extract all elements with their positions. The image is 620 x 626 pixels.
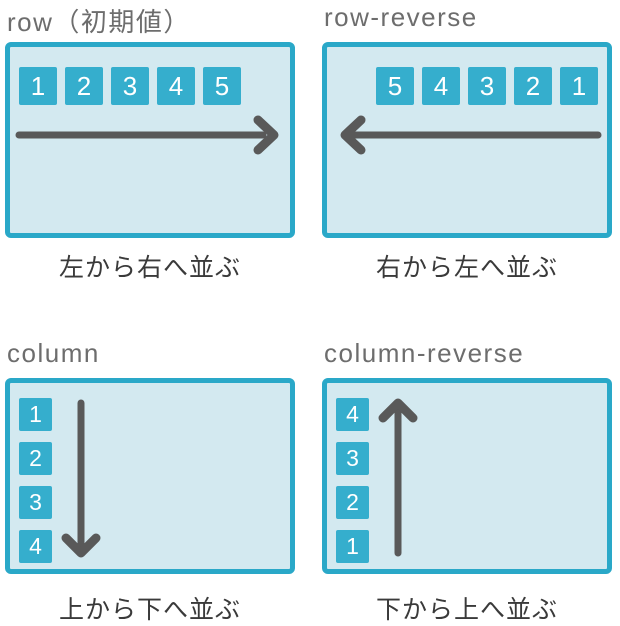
panel-row: row（初期値） 1 2 3 4 5 左から右へ並ぶ (5, 2, 295, 284)
panel-column-reverse: column-reverse 4 3 2 1 下から上へ並ぶ (322, 338, 612, 624)
flex-items-row-reverse: 5 4 3 2 1 (376, 67, 598, 105)
flex-container-row-reverse: 5 4 3 2 1 (322, 42, 612, 238)
flex-item: 3 (468, 67, 506, 105)
panel-row-title: row（初期値） (7, 7, 191, 37)
flex-item: 1 (19, 67, 57, 105)
flex-item: 4 (157, 67, 195, 105)
flex-item: 3 (111, 67, 149, 105)
flex-item: 2 (65, 67, 103, 105)
panel-row-reverse: row-reverse 5 4 3 2 1 右から左へ並ぶ (322, 2, 612, 284)
left-arrow-icon (340, 115, 602, 155)
flex-item: 4 (336, 398, 369, 431)
flex-items-row: 1 2 3 4 5 (19, 67, 241, 105)
flex-item: 1 (336, 530, 369, 563)
flex-container-column-reverse: 4 3 2 1 (322, 378, 612, 574)
panel-column: column 1 2 3 4 上から下へ並ぶ (5, 338, 295, 624)
panel-column-reverse-title: column-reverse (324, 338, 525, 368)
flex-item: 5 (376, 67, 414, 105)
panel-column-reverse-caption: 下から上へ並ぶ (375, 596, 558, 624)
panel-column-title: column (7, 338, 100, 368)
panel-row-caption: 左から右へ並ぶ (58, 254, 241, 282)
flex-item: 2 (19, 442, 52, 475)
flex-item: 3 (336, 442, 369, 475)
up-arrow-icon (378, 398, 418, 557)
flex-item: 1 (560, 67, 598, 105)
panel-column-caption: 上から下へ並ぶ (58, 596, 241, 624)
flex-item: 5 (203, 67, 241, 105)
flex-item: 2 (336, 486, 369, 519)
panel-row-reverse-caption: 右から左へ並ぶ (375, 254, 558, 282)
flex-items-column: 1 2 3 4 (19, 398, 52, 563)
flex-item: 4 (19, 530, 52, 563)
flex-item: 2 (514, 67, 552, 105)
flex-container-row: 1 2 3 4 5 (5, 42, 295, 238)
flex-item: 4 (422, 67, 460, 105)
flex-items-column-reverse: 4 3 2 1 (336, 398, 369, 563)
flex-item: 1 (19, 398, 52, 431)
right-arrow-icon (15, 115, 279, 155)
down-arrow-icon (61, 399, 101, 558)
flex-item: 3 (19, 486, 52, 519)
panel-row-reverse-title: row-reverse (324, 2, 478, 32)
flex-container-column: 1 2 3 4 (5, 378, 295, 574)
